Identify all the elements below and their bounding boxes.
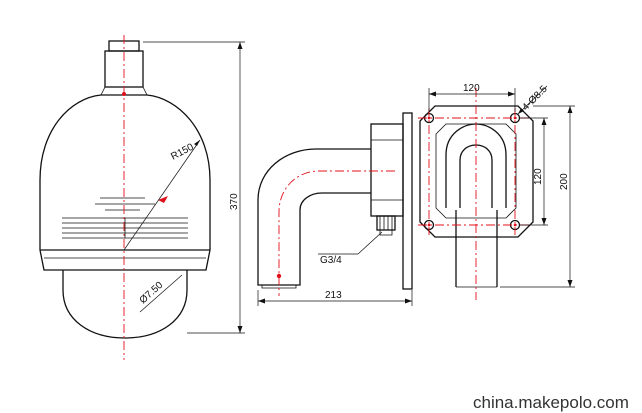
dome-camera-view: R150 Ø7.50 370 bbox=[39, 35, 245, 360]
dim-length-arm: 213 bbox=[325, 290, 342, 301]
dim-plate-height: 200 bbox=[559, 173, 570, 190]
dim-height-total: 370 bbox=[229, 193, 240, 210]
mounting-plate-front-view: 120 4-Ø8.5 120 200 bbox=[418, 83, 575, 300]
dim-radius-dome: R150 bbox=[169, 142, 196, 163]
dim-bolt-spacing-h: 120 bbox=[463, 83, 480, 94]
dim-bolt-spacing-v: 120 bbox=[533, 168, 544, 185]
dim-thread: G3/4 bbox=[320, 255, 342, 266]
label-plate bbox=[62, 196, 188, 239]
dim-bolt-holes: 4-Ø8.5 bbox=[520, 83, 550, 113]
watermark: china.makepolo.com bbox=[473, 393, 629, 412]
wall-bracket-side-view: G3/4 213 bbox=[257, 112, 413, 306]
